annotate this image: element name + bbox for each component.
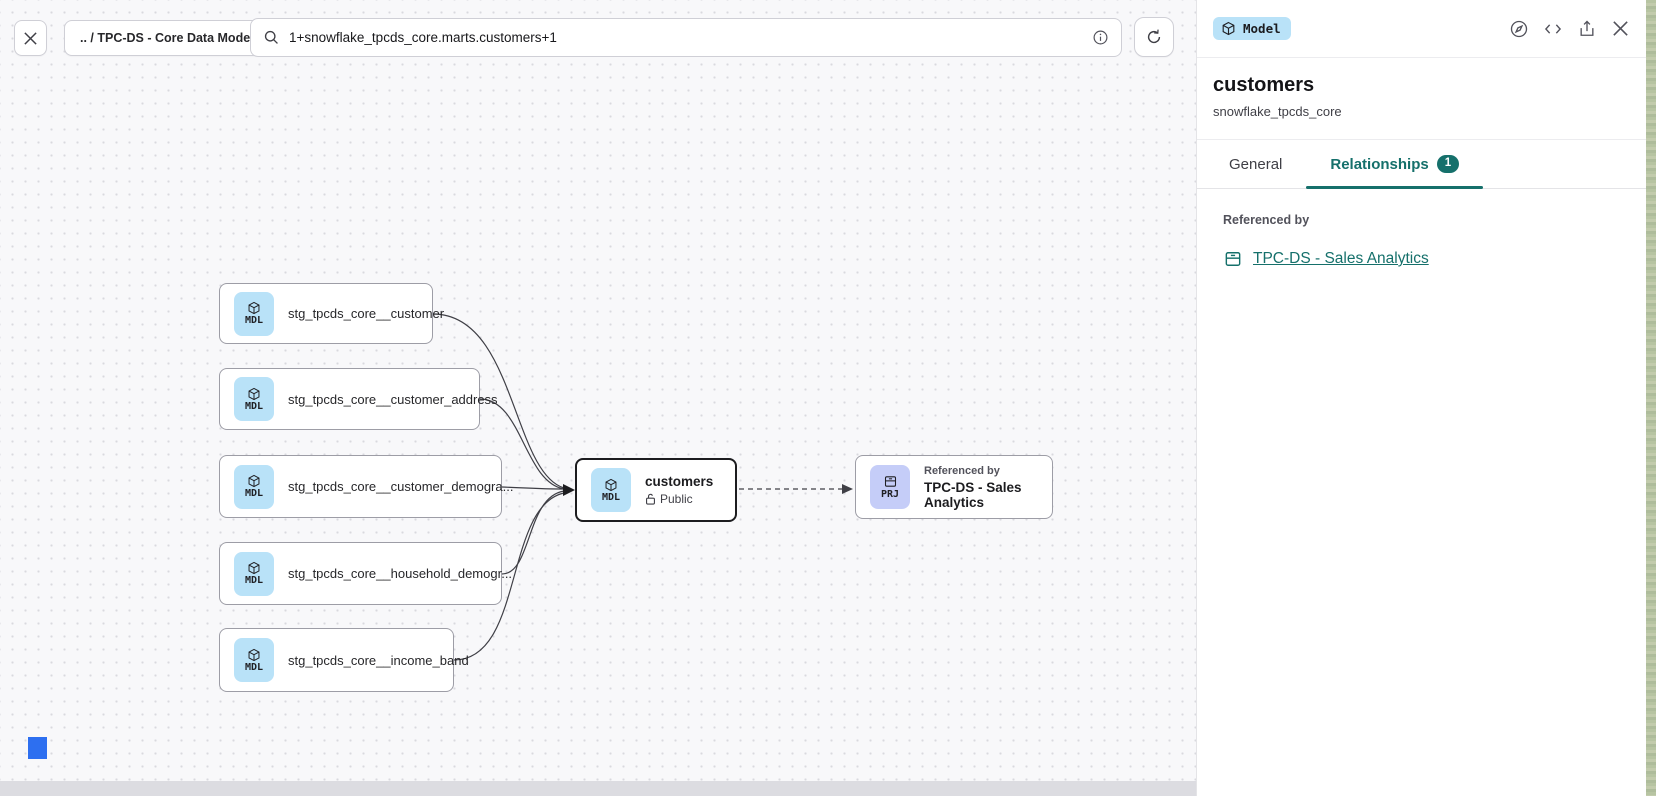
tab-general[interactable]: General: [1229, 155, 1283, 173]
cube-icon: [1222, 21, 1235, 36]
panel-title-block: customers snowflake_tpcds_core: [1197, 58, 1646, 140]
node-label: stg_tpcds_core__customer: [288, 306, 445, 321]
minimap-node: [28, 737, 47, 759]
model-type-chip: MDL: [234, 464, 274, 509]
model-type-chip: MDL: [234, 291, 274, 336]
referenced-project-link[interactable]: TPC-DS - Sales Analytics: [1253, 250, 1429, 267]
project-icon: [1225, 252, 1241, 266]
referenced-by-label: Referenced by: [1223, 213, 1310, 227]
breadcrumb-label: .. / TPC-DS - Core Data Models: [80, 31, 261, 45]
relationships-section: Referenced by TPC-DS - Sales Analytics: [1197, 189, 1646, 293]
search-icon: [263, 29, 280, 46]
refresh-button[interactable]: [1134, 17, 1174, 57]
code-icon[interactable]: [1543, 19, 1563, 39]
node-overline: Referenced by: [924, 464, 1000, 477]
model-type-chip: MDL: [234, 638, 274, 682]
cube-icon: [605, 478, 617, 491]
details-panel: Model customers snowflake_tpcds_core Gen…: [1196, 0, 1646, 796]
tab-relationships[interactable]: Relationships 1: [1306, 140, 1483, 189]
breadcrumb[interactable]: .. / TPC-DS - Core Data Models: [64, 20, 277, 56]
lineage-canvas[interactable]: .. / TPC-DS - Core Data Models MDL stg_t…: [0, 0, 1196, 796]
cube-icon: [248, 387, 260, 400]
lineage-edges: [432, 313, 853, 661]
cube-icon: [248, 301, 260, 315]
close-icon: [23, 31, 38, 46]
model-type-chip: MDL: [234, 377, 274, 421]
cube-icon: [248, 474, 260, 488]
model-type-chip: MDL: [234, 551, 274, 596]
project-type-chip: PRJ: [870, 465, 910, 509]
resource-type-label: Model: [1243, 21, 1281, 36]
search-input[interactable]: [289, 30, 1083, 45]
node-stg-customer-address[interactable]: MDL stg_tpcds_core__customer_address: [219, 368, 498, 430]
page-title: customers: [1213, 74, 1315, 96]
cube-icon: [248, 648, 260, 661]
node-label: stg_tpcds_core__customer_demogra...: [288, 479, 514, 494]
canvas-bottom-bar: [0, 781, 1196, 796]
node-label: TPC-DS - Sales Analytics: [924, 479, 1022, 510]
node-stg-income-band[interactable]: MDL stg_tpcds_core__income_band: [219, 628, 469, 692]
node-customers-selected[interactable]: MDL customers Public: [575, 458, 737, 522]
schema-subtitle: snowflake_tpcds_core: [1213, 104, 1342, 119]
node-stg-customer-demographics[interactable]: MDL stg_tpcds_core__customer_demogra...: [219, 455, 513, 518]
node-stg-customer[interactable]: MDL stg_tpcds_core__customer: [219, 283, 444, 344]
info-icon[interactable]: [1092, 29, 1109, 46]
panel-tabs: General Relationships 1: [1197, 140, 1646, 189]
node-referenced-project[interactable]: PRJ Referenced by TPC-DS - Sales Analyti…: [855, 455, 1053, 519]
explore-lineage-icon[interactable]: [1509, 19, 1529, 39]
node-label: stg_tpcds_core__household_demogr...: [288, 566, 513, 581]
node-label: stg_tpcds_core__income_band: [288, 652, 469, 668]
panel-header: Model: [1197, 0, 1646, 58]
resource-type-badge: Model: [1213, 17, 1291, 40]
close-panel-icon[interactable]: [1611, 19, 1630, 38]
unlock-icon: [646, 493, 655, 505]
project-icon: [884, 476, 896, 487]
refresh-icon: [1145, 28, 1163, 46]
cube-icon: [248, 561, 260, 575]
close-lineage-button[interactable]: [14, 20, 47, 56]
node-label: customers: [645, 474, 714, 489]
relationships-count-badge: 1: [1436, 155, 1460, 173]
model-type-chip: MDL: [591, 468, 631, 512]
node-label: stg_tpcds_core__customer_address: [288, 391, 498, 407]
visibility-label: Public: [660, 492, 693, 506]
share-icon[interactable]: [1577, 19, 1597, 39]
lineage-search[interactable]: [250, 18, 1122, 57]
window-edge-strip: [1646, 0, 1656, 796]
node-stg-household-demographics[interactable]: MDL stg_tpcds_core__household_demogr...: [219, 542, 512, 605]
